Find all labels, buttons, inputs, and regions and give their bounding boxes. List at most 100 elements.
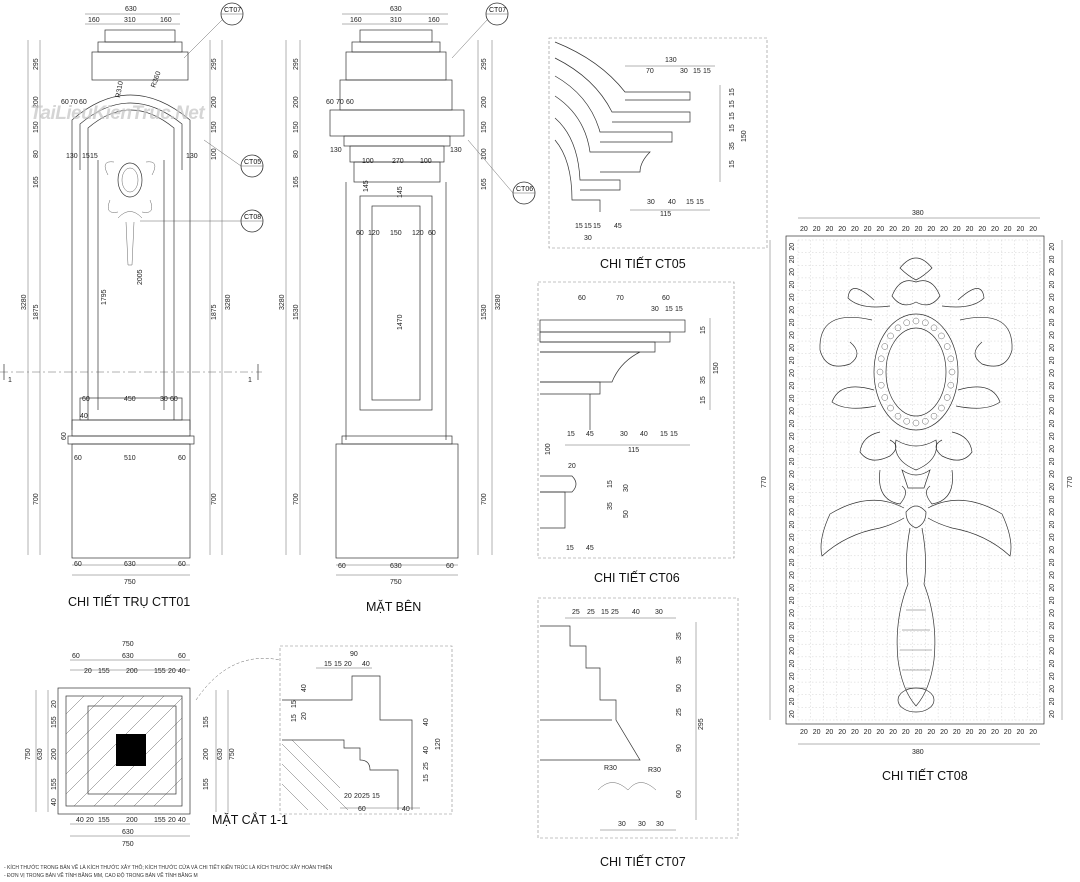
dim-section-side: 155 xyxy=(203,778,210,790)
dim-ct08-tick: 20 xyxy=(1049,420,1056,428)
dim-ct06: 115 xyxy=(628,447,639,454)
dim-section-bottom: 200 xyxy=(126,817,138,824)
dim-arch: 60 xyxy=(61,99,69,106)
dim-side-left: 3280 xyxy=(279,294,286,310)
dim-ct06: 15 xyxy=(566,545,574,552)
ornament-bead xyxy=(938,404,945,412)
dim-side-base: 60 xyxy=(446,563,454,570)
dim-side-base: 60 xyxy=(338,563,346,570)
dim-ct08-tick: 20 xyxy=(991,729,999,736)
side-inner-dims: 100 270 100 145 145 60 120 150 120 60 14… xyxy=(356,158,436,330)
dim-ct08-tick: 20 xyxy=(789,622,796,630)
dim-ct08-width-top: 380 xyxy=(912,210,924,217)
dim-ct07: 90 xyxy=(676,744,683,752)
detail-ct05 xyxy=(548,37,768,249)
dim-ct08-tick: 20 xyxy=(1029,226,1037,233)
tag-ct07-front[interactable]: CT07 xyxy=(183,2,244,59)
ornament-bead xyxy=(876,368,884,376)
dim-front-base: 60 xyxy=(178,561,186,568)
tag-ct07-side[interactable]: CT07 xyxy=(451,2,509,59)
dim-section-side: 630 xyxy=(217,748,224,760)
tag-ct05-front[interactable]: CT05 xyxy=(203,139,264,178)
tag-label: CT07 xyxy=(224,7,241,14)
dim-ct08-tick: 20 xyxy=(789,268,796,276)
dim-ct08-tick: 20 xyxy=(789,609,796,617)
title-side-elevation: MẶT BÊN xyxy=(366,599,421,614)
dim-ct08-tick: 20 xyxy=(789,571,796,579)
dim-ct05: 15 xyxy=(729,88,736,96)
dim-section-detail: 40 xyxy=(423,746,430,754)
dim-ct05: 15 xyxy=(703,68,711,75)
ornament-bead xyxy=(943,394,951,401)
dim-ct08-tick: 20 xyxy=(1049,559,1056,567)
dim-side-base: 750 xyxy=(390,579,402,586)
dim-ct06: 15 xyxy=(665,306,673,313)
ct08-ticks-left: 2020202020202020202020202020202020202020… xyxy=(789,243,796,718)
dim-ct06: 15 xyxy=(660,431,668,438)
front-mid-dims: 450 60 30 60 40 60 xyxy=(61,396,178,440)
dim-ct08-tick: 20 xyxy=(851,729,859,736)
front-base-dims: 510 630 750 60 60 60 60 xyxy=(74,455,186,586)
ornament-bead xyxy=(903,319,910,326)
dim-ct08-tick: 20 xyxy=(1049,697,1056,705)
dim-ct08-tick: 20 xyxy=(1049,369,1056,377)
dim-ct08-tick: 20 xyxy=(940,729,948,736)
dim-side-inner: 60 xyxy=(428,230,436,237)
dim-ct07: 25 xyxy=(572,609,580,616)
dim-ct05: 30 xyxy=(584,235,592,242)
dim-ct08-tick: 20 xyxy=(940,226,948,233)
dim-ct08-tick: 20 xyxy=(1049,672,1056,680)
dim-ct08-tick: 20 xyxy=(927,729,935,736)
tag-ct06-side[interactable]: CT06 xyxy=(467,139,536,205)
dim-ct08-tick: 20 xyxy=(1049,533,1056,541)
dim-ct08-tick: 20 xyxy=(1049,571,1056,579)
dim-ct08-tick: 20 xyxy=(1049,407,1056,415)
ornament-bead xyxy=(912,419,920,427)
dim-front-mid: 60 xyxy=(170,396,178,403)
section-mark-label: 1 xyxy=(248,377,252,384)
dim-side-cornice: 60 xyxy=(346,99,354,106)
dim-front-right: 150 xyxy=(211,121,218,133)
dim-ct08-tick: 20 xyxy=(889,729,897,736)
dim-front-mid: 450 xyxy=(124,396,136,403)
dim-ct05: 30 xyxy=(680,68,688,75)
dim-ct08-tick: 20 xyxy=(789,243,796,251)
dim-ct08-tick: 20 xyxy=(789,369,796,377)
dim-side-right: 100 xyxy=(481,148,488,160)
dim-ct08-tick: 20 xyxy=(1049,255,1056,263)
dim-ct06: 15 xyxy=(567,431,575,438)
dim-ct08-tick: 20 xyxy=(789,470,796,478)
dim-side-base: 630 xyxy=(390,563,402,570)
dim-ct05: 15 xyxy=(729,112,736,120)
dim-front-top: 310 xyxy=(124,17,136,24)
dim-ct08-tick: 20 xyxy=(851,226,859,233)
dim-ct08-tick: 20 xyxy=(789,483,796,491)
dim-ct06: 30 xyxy=(651,306,659,313)
ornament-bead xyxy=(922,319,929,326)
dim-section-side: 155 xyxy=(51,716,58,728)
tag-ct08-front[interactable]: CT08 xyxy=(140,209,264,233)
ornament-bead xyxy=(930,412,938,420)
dim-side-left: 295 xyxy=(293,58,300,70)
dim-ct08-tick: 20 xyxy=(1049,281,1056,289)
dim-ct08-tick: 20 xyxy=(1017,729,1025,736)
dim-ct08-tick: 20 xyxy=(902,226,910,233)
ct05-dims: 130 70 30 15 15 150 15 15 15 15 35 15 30… xyxy=(575,57,748,242)
dim-ct08-tick: 20 xyxy=(927,226,935,233)
dim-ct08-tick: 20 xyxy=(789,546,796,554)
ct08-ticks-right: 2020202020202020202020202020202020202020… xyxy=(1049,243,1056,718)
ornament-bead xyxy=(894,412,902,420)
dim-front-base: 630 xyxy=(124,561,136,568)
ornament-bead xyxy=(881,394,889,401)
dim-ct08-tick: 20 xyxy=(1049,710,1056,718)
detail-ct07 xyxy=(537,597,739,839)
dim-front-right: 295 xyxy=(211,58,218,70)
dim-ct05: 15 xyxy=(696,199,704,206)
dim-ct05: 150 xyxy=(741,130,748,142)
dim-front-left: 295 xyxy=(33,58,40,70)
title-front-elevation: CHI TIẾT TRỤ CTT01 xyxy=(68,594,190,609)
dim-ct07: 60 xyxy=(676,790,683,798)
dim-side-cornice: 60 xyxy=(326,99,334,106)
dim-section-bottom: 155 xyxy=(98,817,110,824)
dim-ct08-tick: 20 xyxy=(789,647,796,655)
